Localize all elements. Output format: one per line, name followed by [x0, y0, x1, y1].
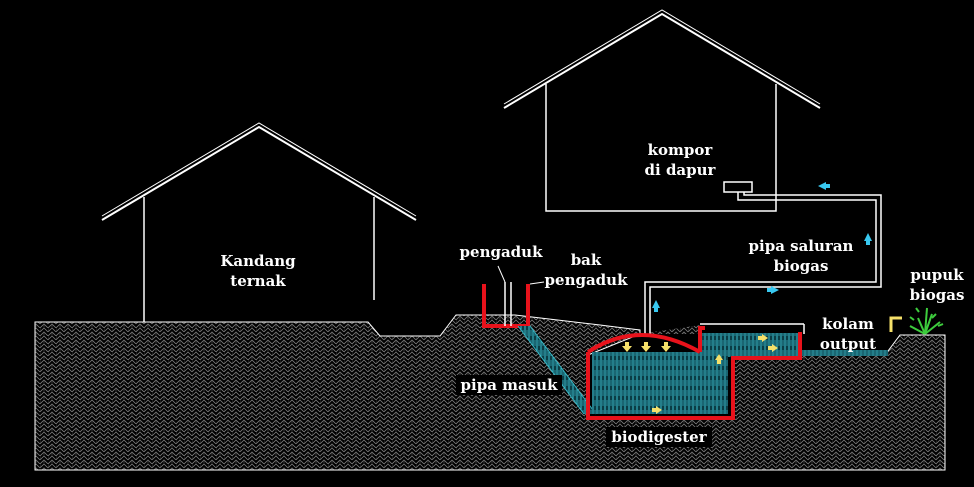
- label-kompor-line1: kompor: [647, 141, 713, 159]
- arrow-down-icon: [622, 346, 632, 352]
- kitchen-house: [503, 9, 821, 212]
- digester-slurry: [592, 352, 728, 414]
- label-kolam: kolam output: [812, 314, 884, 354]
- arrow-down-icon: [661, 346, 671, 352]
- inlet-pipe: [517, 325, 597, 415]
- arrow-right-icon: [772, 344, 778, 352]
- label-kolam-line2: output: [819, 335, 877, 353]
- arrow-left-icon: [818, 182, 826, 190]
- label-pipa-saluran: pipa saluran biogas: [742, 236, 860, 276]
- label-kandang: Kandang ternak: [206, 251, 310, 291]
- pointer-pengaduk: [497, 265, 506, 283]
- label-pipa-saluran-line2: biogas: [773, 257, 829, 275]
- label-bak-line2: pengaduk: [544, 271, 628, 289]
- label-pipa-saluran-line1: pipa saluran: [748, 237, 854, 255]
- label-pupuk: pupuk biogas: [904, 265, 970, 305]
- pointer-bak: [529, 281, 545, 285]
- outlet-slurry: [700, 333, 800, 357]
- outlet-channel: [800, 350, 888, 356]
- label-biodigester: biodigester: [606, 427, 712, 447]
- slurry-arrows: [622, 334, 778, 414]
- label-bak-line1: bak: [570, 251, 602, 269]
- label-kandang-line1: Kandang: [220, 252, 296, 270]
- arrow-right-icon: [762, 334, 768, 342]
- output-arrow-icon: [889, 316, 902, 332]
- biogas-pipe: [644, 192, 882, 334]
- arrow-up-icon: [652, 300, 660, 308]
- label-pipa-masuk: pipa masuk: [456, 375, 562, 395]
- arrow-down-icon: [641, 346, 651, 352]
- label-kandang-line2: ternak: [230, 272, 286, 290]
- arrow-right-icon: [771, 286, 779, 294]
- stove: [723, 181, 753, 193]
- soil-over-dome: [640, 325, 700, 334]
- label-kompor-line2: di dapur: [644, 161, 716, 179]
- label-pupuk-line2: biogas: [909, 286, 965, 304]
- label-pengaduk: pengaduk: [459, 243, 543, 261]
- label-bak-pengaduk: bak pengaduk: [540, 250, 632, 290]
- digester-walls: [586, 326, 802, 420]
- plant-icon: [909, 307, 944, 335]
- arrow-up-icon: [715, 354, 723, 360]
- label-kolam-line1: kolam: [822, 315, 874, 333]
- arrow-up-icon: [864, 233, 872, 241]
- mixing-tank: [482, 284, 530, 328]
- label-kompor: kompor di dapur: [620, 140, 740, 180]
- barn-house: [101, 122, 417, 322]
- gas-arrows: [652, 182, 872, 312]
- label-pupuk-line1: pupuk: [910, 266, 964, 284]
- arrow-right-icon: [656, 406, 662, 414]
- outlet-tank-rim: [700, 323, 805, 334]
